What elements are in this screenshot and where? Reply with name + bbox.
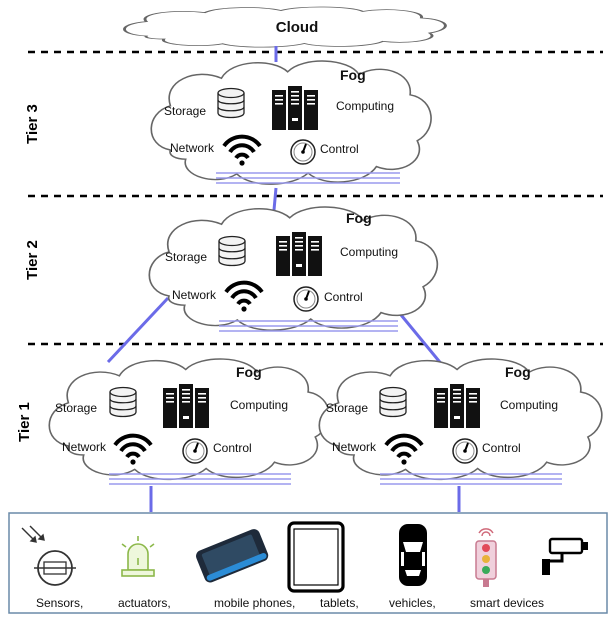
devices-label-smart-devices: smart devices	[470, 596, 544, 610]
computing-server-icon	[272, 86, 318, 130]
control-label: Control	[324, 290, 363, 304]
storage-label: Storage	[164, 104, 206, 118]
devices-label-sensors: Sensors,	[36, 596, 83, 610]
storage-label: Storage	[326, 401, 368, 415]
network-label: Network	[172, 288, 217, 302]
storage-disk-icon	[218, 235, 246, 267]
tier-1-label: Tier 1	[16, 402, 33, 442]
control-label: Control	[482, 441, 521, 455]
computing-label: Computing	[336, 99, 394, 113]
traffic-light-icon	[475, 528, 497, 587]
control-label: Control	[213, 441, 252, 455]
devices-label-vehicles: vehicles,	[389, 596, 436, 610]
actuator-icon	[121, 536, 155, 577]
tier-2-label: Tier 2	[24, 240, 41, 280]
cloud-node: Cloud	[123, 5, 447, 49]
fog-base-lines	[380, 473, 562, 485]
network-label: Network	[170, 141, 215, 155]
network-label: Network	[62, 440, 107, 454]
fog-base-lines	[216, 172, 400, 184]
mobile-phone-icon	[196, 529, 269, 583]
fog-node-tier1-right: Fog Storage Computing Network Control	[318, 358, 603, 485]
control-label: Control	[320, 142, 359, 156]
control-gauge-icon	[182, 438, 208, 464]
storage-label: Storage	[165, 250, 207, 264]
fog-node-tier1-left: Fog Storage Computing Network Control	[48, 358, 330, 485]
link-tier2-fog-left	[106, 296, 170, 364]
storage-disk-icon	[379, 386, 407, 418]
computing-server-icon	[434, 384, 480, 428]
control-gauge-icon	[293, 286, 319, 312]
storage-disk-icon	[217, 87, 245, 119]
computing-label: Computing	[500, 398, 558, 412]
storage-label: Storage	[55, 401, 97, 415]
computing-server-icon	[276, 232, 322, 276]
devices-label-tablets: tablets,	[320, 596, 359, 610]
fog-node-tier2: Fog Storage Computing Network Control	[148, 206, 439, 332]
link-tier3-tier2	[272, 187, 278, 211]
fog-node-tier3: Fog Storage Computing Network Control	[150, 60, 432, 185]
sensor-icon	[21, 525, 76, 586]
storage-disk-icon	[109, 386, 137, 418]
fog-title: Fog	[236, 364, 262, 380]
devices-label-actuators: actuators,	[118, 596, 171, 610]
computing-label: Computing	[340, 245, 398, 259]
camera-icon	[542, 537, 588, 575]
fog-base-lines	[109, 473, 291, 485]
computing-label: Computing	[230, 398, 288, 412]
fog-title: Fog	[346, 210, 372, 226]
network-label: Network	[332, 440, 377, 454]
fog-title: Fog	[340, 67, 366, 83]
fog-title: Fog	[505, 364, 531, 380]
control-gauge-icon	[452, 438, 478, 464]
control-gauge-icon	[290, 139, 316, 165]
tier-3-label: Tier 3	[24, 104, 41, 144]
cloud-label: Cloud	[276, 19, 319, 36]
devices-panel: Sensors, actuators, mobile phones, table…	[8, 512, 608, 614]
fog-base-lines	[219, 320, 398, 332]
tablet-icon	[287, 521, 345, 593]
vehicle-icon	[399, 524, 427, 586]
computing-server-icon	[163, 384, 209, 428]
devices-label-mobile-phones: mobile phones,	[214, 596, 295, 610]
